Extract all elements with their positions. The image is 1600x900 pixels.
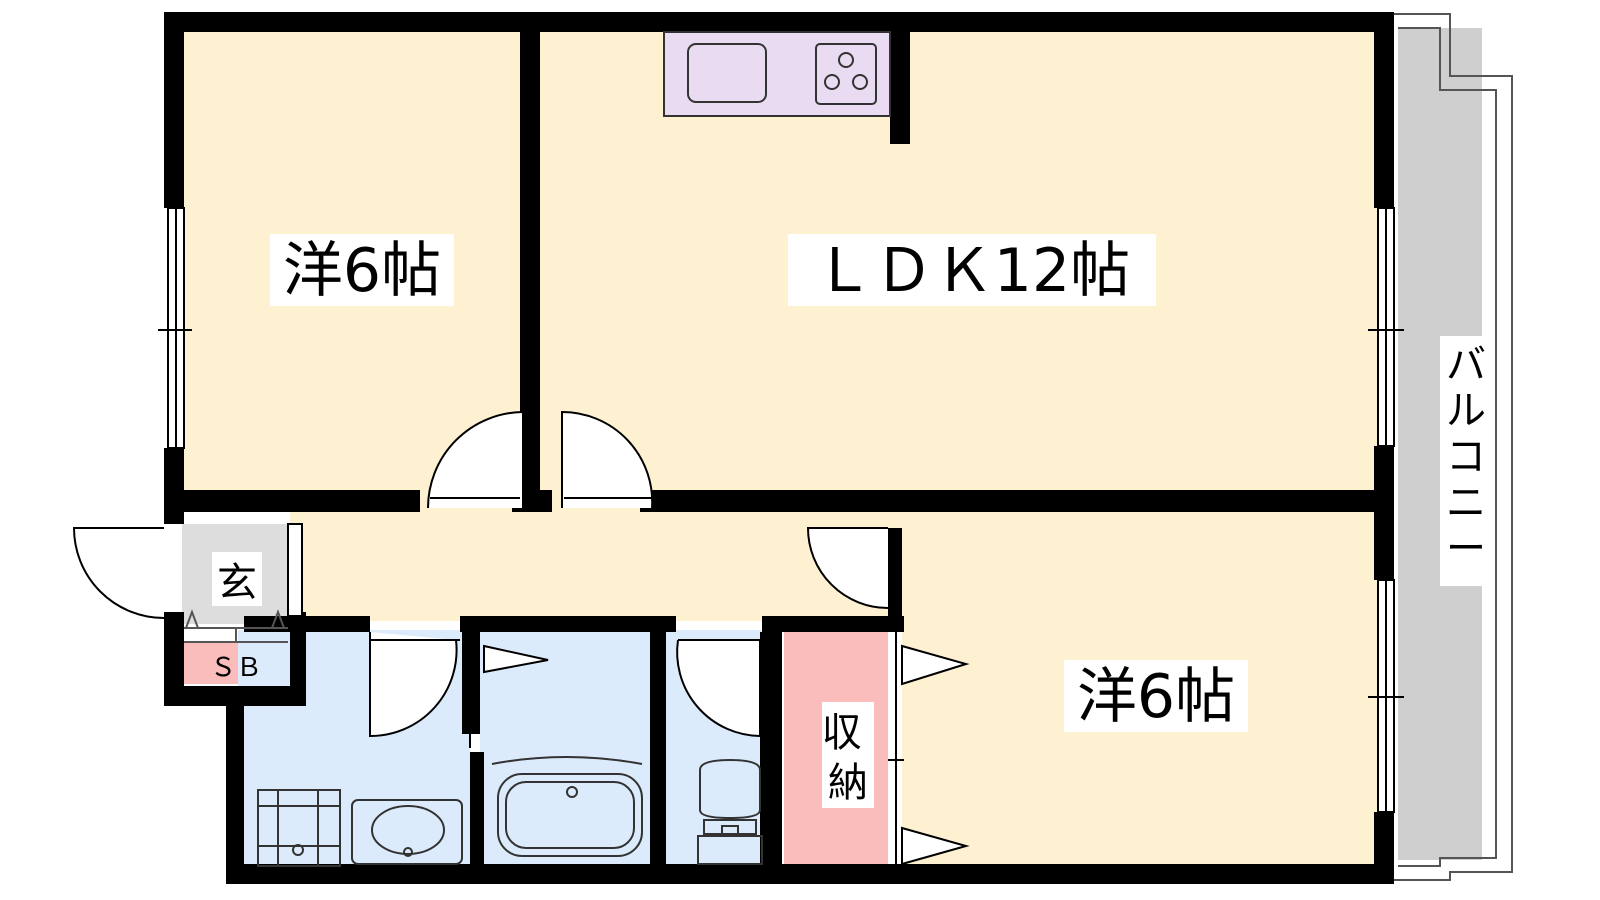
- labels: 洋6帖 ＬＤＫ12帖 洋6帖 玄 ＳＢ 収 納 バルコニー: [210, 234, 1492, 808]
- bathtub: [491, 756, 643, 857]
- door-bathroom: [483, 644, 549, 674]
- door-storage-top: [901, 644, 970, 686]
- door-left-room: [427, 410, 524, 509]
- washing-machine-icon: [257, 789, 341, 867]
- toilet-icon: [699, 758, 761, 820]
- label-western-room-right: 洋6帖: [1077, 662, 1235, 732]
- kitchen-counter: [663, 31, 891, 117]
- doors: [72, 410, 970, 866]
- label-storage: 収 納: [822, 710, 875, 806]
- door-washroom: [369, 632, 458, 738]
- walls: [164, 12, 1394, 884]
- sink-icon: [687, 43, 767, 103]
- stove-icon: [815, 43, 877, 105]
- label-shoe-box: ＳＢ: [210, 653, 262, 683]
- balcony: [1390, 13, 1513, 881]
- label-western-room-left: 洋6帖: [283, 236, 441, 306]
- door-toilet: [676, 639, 761, 738]
- bathtub-icon: [497, 773, 643, 857]
- entrance-shoebox-lines: [184, 609, 288, 643]
- window-entrance: [287, 523, 303, 617]
- door-right-room: [806, 527, 889, 609]
- door-ldk: [561, 410, 654, 509]
- door-front: [72, 527, 165, 619]
- hallway-floor: [290, 511, 902, 621]
- label-ldk: ＬＤＫ12帖: [814, 236, 1130, 306]
- washbasin-icon: [351, 799, 463, 865]
- label-balcony: バルコニー: [1446, 342, 1486, 572]
- windows: [158, 207, 1404, 813]
- door-storage-bottom: [901, 826, 970, 866]
- washroom-fixtures: [257, 789, 463, 867]
- toilet: [697, 758, 763, 865]
- label-entrance: 玄: [217, 560, 257, 606]
